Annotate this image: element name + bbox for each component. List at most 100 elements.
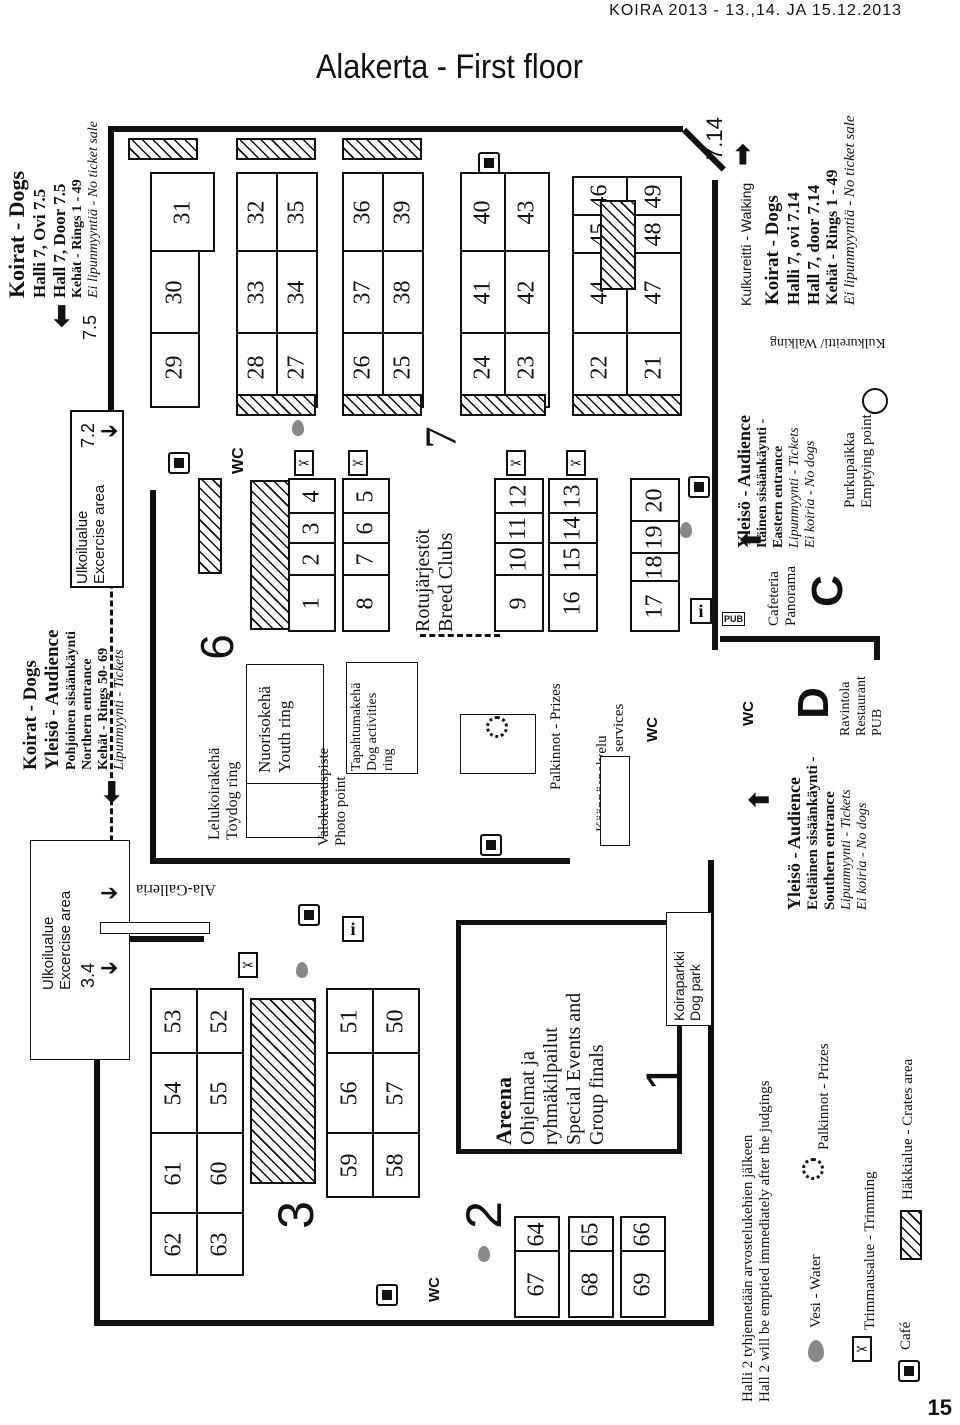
ring-6: 6 <box>342 512 390 544</box>
emptying-en: Emptying point <box>859 414 875 508</box>
arrow-down-icon: ⬇ <box>50 301 74 332</box>
ring-11: 11 <box>494 512 544 544</box>
dashed-divider <box>110 140 113 1040</box>
ring-42: 42 <box>504 250 550 334</box>
ring-34: 34 <box>276 250 318 334</box>
ring-20: 20 <box>630 478 680 522</box>
arrow-left-icon: ⬅ <box>740 524 762 554</box>
north-line5: Kehät - Rings 50- 69 <box>96 647 111 770</box>
youth-en: Youth ring <box>275 700 294 773</box>
cafe-icon <box>480 834 502 856</box>
legend-crates: Häkkialue - Crates area <box>900 1058 916 1200</box>
activities-fi: Tapahtumakehä <box>349 682 364 771</box>
south-line2: Eteläinen sisäänkäynti - <box>805 756 821 910</box>
hall714-line1: Koirat - Dogs <box>762 195 783 305</box>
arena-en2: Group finals <box>586 1044 608 1145</box>
hall75-line1: Koirat - Dogs <box>4 170 29 298</box>
north-line1: Koirat - Dogs <box>20 660 41 770</box>
ring-40: 40 <box>460 172 506 252</box>
ring-55: 55 <box>196 1052 244 1134</box>
crates-area <box>600 200 636 290</box>
ring-5: 5 <box>342 478 390 514</box>
crates-legend-swatch <box>900 1210 922 1260</box>
wall-mid-horizontal <box>150 858 570 864</box>
ring-52: 52 <box>196 988 244 1054</box>
activities-en2: ring <box>381 748 396 771</box>
water-icon <box>478 1246 490 1262</box>
translation-desk <box>600 756 630 846</box>
emptying-fi: Purkupaikka <box>842 432 858 508</box>
entrance-north: Koirat - Dogs Yleisö - Audience Pohjoine… <box>20 630 128 770</box>
ring-67: 67 <box>514 1250 560 1318</box>
arrow-right-icon: ➔ <box>100 880 119 905</box>
wall-bottom <box>94 1320 714 1326</box>
hall2-note-en: Hall 2 will be emptied immediately after… <box>757 1080 773 1402</box>
ring-43: 43 <box>504 172 550 252</box>
ring-37: 37 <box>342 250 384 334</box>
ring-56: 56 <box>326 1052 374 1134</box>
ring-10: 10 <box>494 542 544 576</box>
restaurant-label: Ravintola Restaurant PUB <box>838 676 886 736</box>
crates-area <box>342 394 422 416</box>
ring-36: 36 <box>342 172 384 252</box>
prize-medal-icon <box>486 716 508 738</box>
exercise-72-fi: Ulkoilualue <box>74 510 91 584</box>
ring-39: 39 <box>382 172 424 252</box>
ring-54: 54 <box>150 1052 198 1134</box>
north-line6: Lipunmyynti - Tickets <box>112 649 127 770</box>
wall-lower-top <box>94 936 204 942</box>
photo-point-label: Valokuvauspiste Photo point <box>316 748 350 846</box>
south-line1: Yleisö - Audience <box>784 777 804 910</box>
arena-title: Areena <box>491 1076 516 1145</box>
breed-clubs-dash <box>420 634 500 637</box>
dog-park: Koiraparkki Dog park <box>666 912 712 1026</box>
hall75-line4: Kehät - Rings 1 - 49 <box>70 179 85 298</box>
arena-fi2: ryhmäkilpailut <box>540 1027 562 1145</box>
arrow-right-icon: ➔ <box>100 955 119 980</box>
page-title: Alakerta - First floor <box>316 48 583 86</box>
hall2-note: Halli 2 tyhjennetään arvostelukehien jäl… <box>740 1080 774 1402</box>
event-header: KOIRA 2013 - 13.,14. JA 15.12.2013 <box>609 2 902 19</box>
water-icon <box>296 962 308 978</box>
exercise-34-fi: Ulkoilualue <box>40 916 57 990</box>
hall-number-3: 3 <box>267 1201 324 1229</box>
wc-label: WC <box>644 717 661 742</box>
cafe-icon <box>168 452 190 474</box>
ring-30: 30 <box>150 250 200 334</box>
hall-number-2: 2 <box>455 1201 512 1229</box>
water-icon <box>808 1340 824 1362</box>
north-line3: Pohjoinen sisäänkäynti <box>64 631 79 770</box>
arrow-up-icon: ⬆ <box>732 140 754 170</box>
hall75-line2: Halli 7, Ovi 7.5 <box>30 188 49 298</box>
trimming-icon: ✂ <box>348 450 368 476</box>
toydog-ring-label: Lelukoirakehä Toydog ring <box>206 748 242 840</box>
ring-62: 62 <box>150 1212 198 1276</box>
ring-3: 3 <box>288 512 336 544</box>
restaurant-l3: PUB <box>870 708 885 736</box>
south-line5: Ei koiria - No dogs <box>855 802 870 910</box>
emptying-point-label: Purkupaikka Emptying point <box>842 414 876 508</box>
ring-19: 19 <box>630 520 680 554</box>
ring-29: 29 <box>150 326 200 408</box>
ring-13: 13 <box>548 478 598 514</box>
ring-65: 65 <box>568 1216 614 1252</box>
south-line4: Lipunmyynti - Tickets <box>839 789 854 910</box>
ring-51: 51 <box>326 988 374 1054</box>
cafeteria-fi: Cafeteria <box>766 571 782 626</box>
cafeteria-en: Panorama <box>783 566 799 626</box>
ring-33: 33 <box>236 250 278 334</box>
breed-clubs-fi: Rotujärjestöt <box>412 528 434 632</box>
ring-57: 57 <box>372 1052 420 1134</box>
arena-en1: Special Events and <box>563 992 585 1145</box>
cafeteria-label: Cafeteria Panorama <box>766 566 800 626</box>
crates-area <box>236 138 316 160</box>
crates-area <box>250 998 316 1184</box>
ring-4: 4 <box>288 478 336 514</box>
wall-top <box>108 126 683 132</box>
door-7-5-label: 7.5 <box>80 314 100 340</box>
hall-number-6: 6 <box>190 634 243 660</box>
ring-32: 32 <box>236 172 278 252</box>
prize-medal-icon <box>802 1158 824 1180</box>
ring-31: 31 <box>150 172 215 252</box>
walking-route-label: Kulkureitti - Walking <box>738 182 754 306</box>
